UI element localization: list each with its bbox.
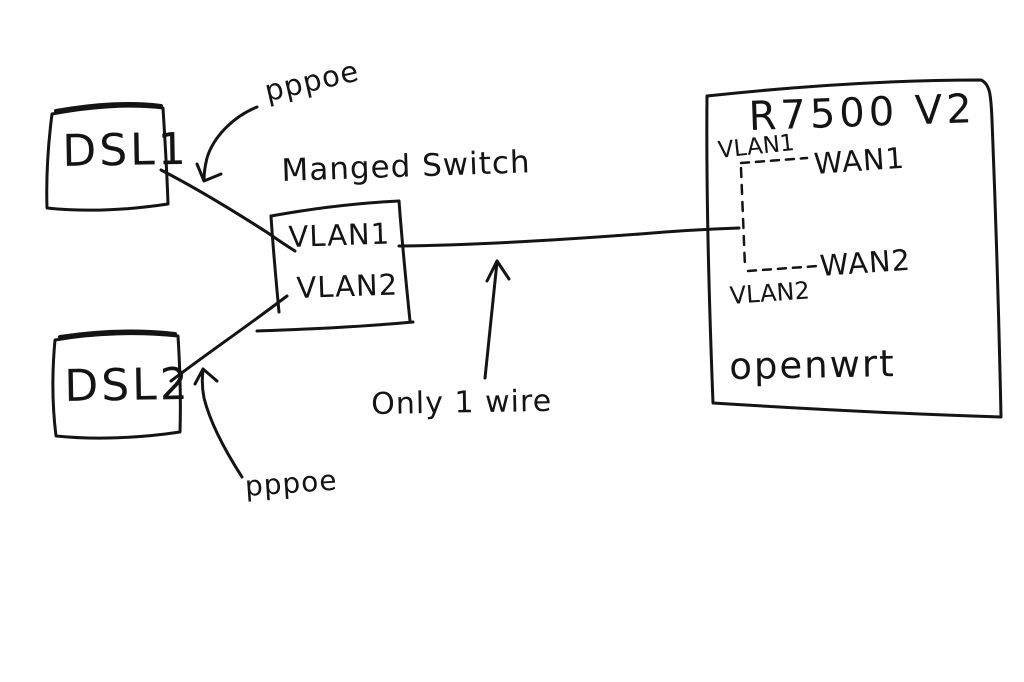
router-vlan2-label: VLAN2 bbox=[728, 276, 811, 310]
only-one-wire-annotation: Only 1 wire bbox=[370, 383, 553, 422]
router-wan2-label: WAN2 bbox=[818, 242, 913, 283]
router-box bbox=[705, 78, 1003, 419]
pppoe-arrow-top-shaft bbox=[202, 105, 259, 182]
pppoe-annotation-bottom: pppoe bbox=[243, 463, 339, 503]
switch-box-left bbox=[269, 214, 281, 314]
wire-dsl2-to-switch bbox=[169, 294, 289, 383]
router-wan1-label: WAN1 bbox=[812, 140, 907, 181]
wire-switch-to-router bbox=[397, 226, 741, 248]
switch-box-bottom bbox=[255, 320, 415, 333]
router-vlan2-dash-horizontal bbox=[746, 264, 820, 273]
router-vlan-dash-vertical bbox=[739, 166, 747, 269]
dsl1-label: DSL1 bbox=[61, 123, 190, 177]
pppoe-arrow-bottom-shaft bbox=[200, 368, 244, 479]
only-one-wire-arrow-shaft bbox=[483, 260, 499, 380]
pppoe-arrow-top-head bbox=[195, 162, 223, 183]
dsl1-box bbox=[45, 104, 170, 212]
router-vlan1-dash-horizontal bbox=[739, 156, 809, 165]
switch-title: Manged Switch bbox=[280, 144, 532, 189]
switch-box-right bbox=[397, 199, 412, 323]
pppoe-arrow-bottom-head bbox=[193, 367, 219, 386]
switch-box-top bbox=[269, 199, 401, 218]
switch-vlan2-label: VLAN2 bbox=[295, 267, 399, 305]
only-one-wire-arrow-head bbox=[485, 259, 511, 283]
dsl1-box-top-stroke bbox=[54, 101, 163, 113]
wire-dsl1-to-switch bbox=[159, 168, 297, 253]
switch-vlan1-label: VLAN1 bbox=[287, 216, 391, 254]
router-os-label: openwrt bbox=[728, 342, 897, 388]
dsl2-box bbox=[51, 332, 182, 440]
router-title: R7500 V2 bbox=[747, 86, 977, 140]
dsl2-box-top-stroke bbox=[58, 329, 177, 339]
dsl2-label: DSL2 bbox=[63, 358, 192, 412]
